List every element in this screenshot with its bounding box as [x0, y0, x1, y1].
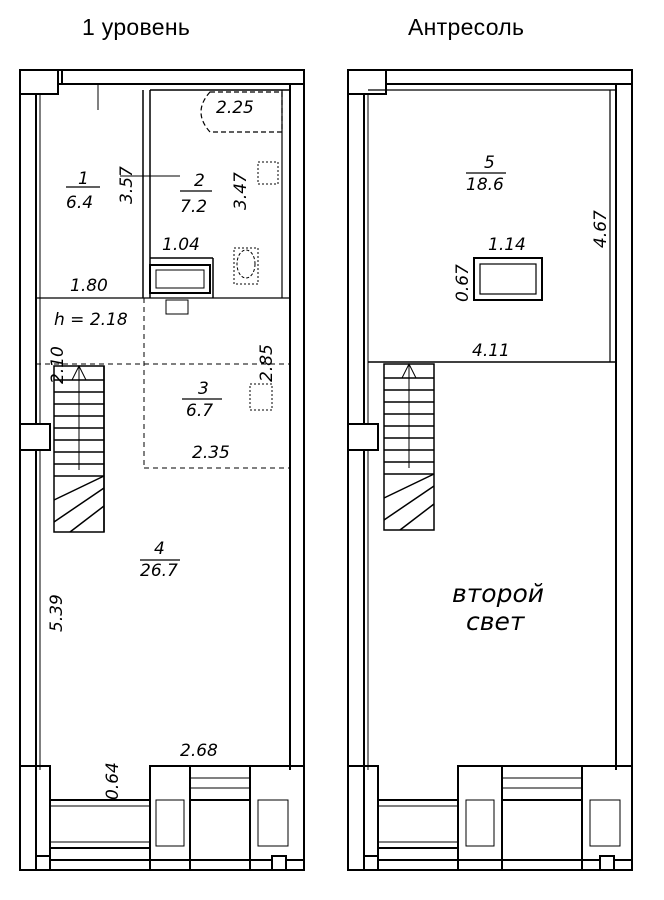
room4-number: 4 — [154, 539, 165, 559]
mezzanine-outline — [36, 298, 290, 469]
room4-area: 26.7 — [140, 561, 178, 581]
sink — [149, 264, 211, 294]
level1-walls — [19, 69, 305, 871]
double-height-label-line1: второй — [452, 579, 544, 608]
room1-width-dimension: 1.80 — [70, 276, 108, 296]
mezzanine-walls — [347, 69, 633, 871]
room5-area: 18.6 — [466, 175, 504, 195]
double-height-label-line2: свет — [466, 607, 526, 636]
room1-number: 1 — [78, 169, 89, 189]
room1-area: 6.4 — [66, 193, 93, 213]
room1-length-dimension: 3.57 — [117, 166, 137, 204]
stair-gap-dimension: 2.10 — [48, 346, 68, 384]
room5-number: 5 — [484, 153, 495, 173]
entry-depth-dimension: 0.64 — [103, 762, 123, 800]
washer — [257, 161, 279, 185]
room2-length-dimension: 3.47 — [231, 172, 251, 210]
ceiling-height-label: h = 2.18 — [54, 310, 128, 330]
room3-area: 6.7 — [186, 401, 213, 421]
room3-number: 3 — [198, 379, 209, 399]
level1-stairs — [53, 364, 105, 533]
bathtub-dimension: 2.25 — [216, 98, 254, 118]
room5-depth-dimension: 4.67 — [591, 210, 611, 248]
sink-width-dimension: 1.04 — [162, 235, 200, 255]
level1-entrance — [19, 765, 305, 871]
heater — [249, 383, 273, 411]
room3-length-dimension: 2.85 — [257, 344, 277, 382]
floor-opening — [473, 257, 543, 301]
room5-width-dimension: 4.11 — [472, 341, 510, 361]
room3-width-dimension: 2.35 — [192, 443, 230, 463]
mezzanine-heading: Антресоль — [408, 14, 525, 40]
toilet — [236, 249, 256, 279]
mezzanine-stairs — [383, 362, 435, 531]
mezzanine-plan — [347, 69, 633, 871]
opening-width-dimension: 1.14 — [488, 235, 526, 255]
front-width-dimension: 2.68 — [180, 741, 218, 761]
room2-area: 7.2 — [180, 197, 207, 217]
bathtub — [200, 91, 283, 133]
level1-plan — [19, 69, 305, 871]
opening-depth-dimension: 0.67 — [453, 264, 473, 302]
level1-heading: 1 уровень — [82, 14, 191, 40]
mezzanine-entrance — [347, 765, 633, 871]
room2-number: 2 — [194, 171, 205, 191]
hall-length-dimension: 5.39 — [47, 594, 67, 632]
